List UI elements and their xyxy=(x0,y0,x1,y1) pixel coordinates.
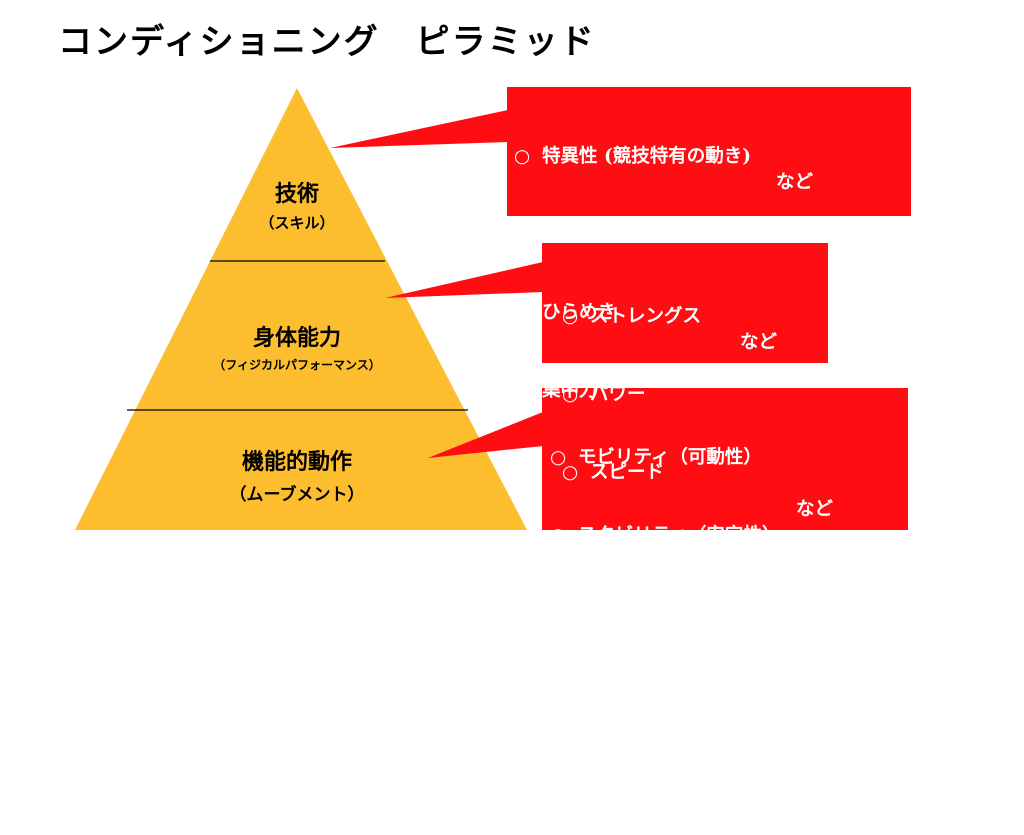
page-title: コンディショニング ピラミッド xyxy=(58,22,596,62)
list-item: ○集中力 xyxy=(514,380,598,401)
etc-label: など xyxy=(776,172,814,193)
callout-box xyxy=(507,87,911,216)
pyramid xyxy=(75,88,527,530)
tier-label: 機能的動作 xyxy=(241,449,352,475)
tier-label: 技術 xyxy=(274,181,319,207)
etc-label: など xyxy=(796,499,834,520)
list-item: ○特異性 (競技特有の動き) xyxy=(514,146,751,167)
tier-sublabel: （スキル） xyxy=(259,214,335,232)
callout-movement: ○モビリティ（可動性） ○スタビリティ（安定性） ○フレキシビリティ（柔軟性） … xyxy=(550,393,833,835)
list-item: ○ストレングス xyxy=(562,306,702,327)
callout-pointer xyxy=(385,262,543,298)
list-item: ○コーディネーション(運動神経) xyxy=(514,224,799,245)
list-item: ○モビリティ（可動性） xyxy=(550,447,762,468)
callout-skill: ○特異性 (競技特有の動き) ○コーディネーション(運動神経) ○ひらめき ○集… xyxy=(514,92,813,456)
callout-box xyxy=(542,388,908,530)
tier-physical: 身体能力 （フィジカルパフォーマンス） xyxy=(147,320,447,373)
etc-label: など xyxy=(740,332,778,353)
list-item: ○アライメント、基本動作、 xyxy=(550,681,800,702)
callout-pointer xyxy=(428,412,543,458)
list-item: ○パワー xyxy=(562,384,646,405)
tier-sublabel: （フィジカルパフォーマンス） xyxy=(213,358,381,372)
callout-pointer xyxy=(330,110,508,148)
list-item: ○フレキシビリティ（柔軟性） xyxy=(550,603,818,624)
list-item: ○スタビリティ（安定性） xyxy=(550,525,781,546)
list-item-continuation: 呼吸 xyxy=(578,759,616,780)
tier-skill: 技術 （スキル） xyxy=(197,176,397,233)
list-item: ○スピード xyxy=(562,462,665,483)
callout-box xyxy=(542,243,828,363)
tier-label: 身体能力 xyxy=(252,325,341,351)
tier-movement: 機能的動作 （ムーブメント） xyxy=(147,444,447,505)
tier-sublabel: （ムーブメント） xyxy=(229,485,365,505)
list-item: ○ひらめき xyxy=(514,302,617,323)
diagram-shapes xyxy=(75,87,911,530)
